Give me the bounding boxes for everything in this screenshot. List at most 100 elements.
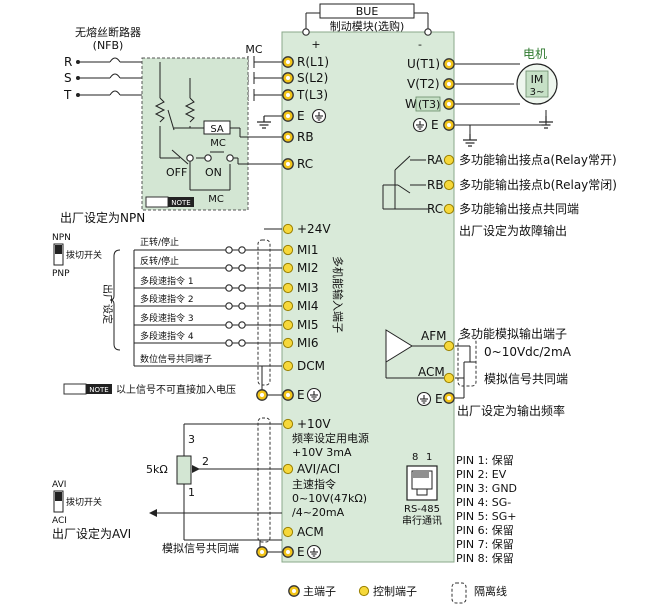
terminal-rb-out: RB xyxy=(427,178,444,192)
pin-5: PIN 5: SG+ xyxy=(456,510,517,523)
avi-current-range: /4~20mA xyxy=(292,506,345,519)
afm-isolation-line xyxy=(457,337,477,387)
terminal-acm: ACM xyxy=(297,525,324,539)
nfb-title: 无熔丝断路器 xyxy=(75,25,141,39)
avi-switch-label: 拨切开关 xyxy=(66,496,102,508)
input-label-3: 多段速指令 1 xyxy=(140,275,194,287)
terminal-ra: RA xyxy=(427,153,444,167)
pin-7: PIN 7: 保留 xyxy=(456,537,514,551)
rs485-pin1: 1 xyxy=(426,452,432,463)
input-label-4: 多段速指令 2 xyxy=(140,293,194,305)
supply-t: T xyxy=(63,88,72,102)
input-note-text: 以上信号不可直接加入电压 xyxy=(116,383,236,396)
pot-pin-1: 1 xyxy=(188,486,195,499)
terminal-rc-out: RC xyxy=(427,202,443,216)
relay-rb-label: 多功能输出接点b(Relay常闭) xyxy=(459,177,617,192)
terminal-t: T(L3) xyxy=(296,88,328,102)
input-label-7: 数位信号共同端子 xyxy=(140,353,212,365)
input-note-badge: NOTE xyxy=(89,386,108,394)
afm-common-label: 模拟信号共同端 xyxy=(484,372,568,386)
input-label-5: 多段速指令 3 xyxy=(140,312,194,324)
main-speed-label: 主速指令 xyxy=(292,477,336,491)
legend-isolation: 隔离线 xyxy=(474,584,507,598)
terminal-rc: RC xyxy=(297,157,313,171)
terminal-mi1: MI1 xyxy=(297,243,319,257)
input-wires xyxy=(109,249,282,395)
terminal-w: W xyxy=(405,97,417,111)
terminal-10v: +10V xyxy=(297,417,331,431)
freq-isolation-line xyxy=(257,417,271,543)
legend-main: 主端子 xyxy=(303,585,336,598)
afm-output-wiring xyxy=(455,345,476,399)
motor-im: IM xyxy=(531,73,544,86)
factory-setting-vertical: 出厂设定 xyxy=(101,284,114,324)
pin-4: PIN 4: SG- xyxy=(456,496,511,509)
npn-switch-label: 拨切开关 xyxy=(66,249,102,261)
legend-control: 控制端子 xyxy=(373,584,417,598)
freq-power-value: +10V 3mA xyxy=(292,446,352,459)
terminal-dcm: DCM xyxy=(297,359,325,373)
terminal-afm: AFM xyxy=(421,329,446,343)
analog-common-label: 模拟信号共同端 xyxy=(162,541,239,555)
terminal-w-t3: (T3) xyxy=(418,98,440,111)
pin-3: PIN 3: GND xyxy=(456,482,517,495)
terminal-rb: RB xyxy=(297,130,314,144)
pin-1: PIN 1: 保留 xyxy=(456,453,514,467)
terminal-avi-aci: AVI/ACI xyxy=(297,462,340,476)
brake-minus: - xyxy=(418,38,422,51)
pot-value: 5kΩ xyxy=(146,463,168,476)
npn-factory-label: 出厂设定为NPN xyxy=(60,210,145,225)
sa-label: SA xyxy=(210,124,224,135)
supply-s: S xyxy=(64,71,72,85)
relay-wiring xyxy=(382,155,428,210)
terminal-e-mid: E xyxy=(297,388,305,402)
control-circuit-lines xyxy=(154,62,282,191)
terminal-e: E xyxy=(297,109,305,123)
brake-plus: + xyxy=(311,38,320,51)
pnp-label: PNP xyxy=(52,269,70,279)
on-label: ON xyxy=(205,166,222,179)
motor-label: 电机 xyxy=(523,47,547,61)
avi-factory-label: 出厂设定为AVI xyxy=(52,526,131,541)
terminal-e-right: E xyxy=(431,118,439,132)
input-label-6: 多段速指令 4 xyxy=(140,330,194,342)
terminal-v: V(T2) xyxy=(407,77,440,91)
pin-6: PIN 6: 保留 xyxy=(456,523,514,537)
input-label-2: 反转/停止 xyxy=(140,255,179,267)
pot-pin-3: 3 xyxy=(188,433,195,446)
terminal-acm-right: ACM xyxy=(418,365,445,379)
supply-r: R xyxy=(64,55,72,69)
pin-2: PIN 2: EV xyxy=(456,468,507,481)
npn-label: NPN xyxy=(52,233,71,243)
rs485-name: RS-485 xyxy=(404,504,440,515)
terminal-e-afm: E xyxy=(435,392,443,406)
afm-amplifier xyxy=(385,329,413,363)
terminal-mi3: MI3 xyxy=(297,281,319,295)
avi-switch-avi: AVI xyxy=(52,480,66,490)
terminal-24v: +24V xyxy=(297,222,331,236)
input-isolation-line xyxy=(257,239,271,386)
terminal-u: U(T1) xyxy=(407,57,440,71)
motor-phase: 3~ xyxy=(530,87,545,98)
mc-aux-label: MC xyxy=(208,194,224,205)
avi-voltage-range: 0~10V(47kΩ) xyxy=(292,492,367,505)
terminal-s: S(L2) xyxy=(297,71,328,85)
relay-ra-label: 多功能输出接点a(Relay常开) xyxy=(459,152,617,167)
mc-label: MC xyxy=(245,43,262,56)
input-label-1: 正转/停止 xyxy=(140,236,179,248)
terminal-e-bottom: E xyxy=(297,545,305,559)
legend-isolation-symbol xyxy=(451,582,467,604)
terminal-r: R(L1) xyxy=(297,55,329,69)
note-badge: NOTE xyxy=(171,199,190,207)
afm-title: 多功能模拟输出端子 xyxy=(459,326,567,341)
multi-input-vertical: 多机能输入端子 xyxy=(331,256,345,333)
avi-switch-aci: ACI xyxy=(52,516,67,526)
terminal-mi2: MI2 xyxy=(297,261,319,275)
terminal-mi4: MI4 xyxy=(297,299,319,313)
afm-factory-label: 出厂设定为输出频率 xyxy=(457,403,565,418)
terminal-mi6: MI6 xyxy=(297,336,319,350)
control-circuit-box xyxy=(141,57,249,211)
pot-pin-2: 2 xyxy=(202,455,209,468)
